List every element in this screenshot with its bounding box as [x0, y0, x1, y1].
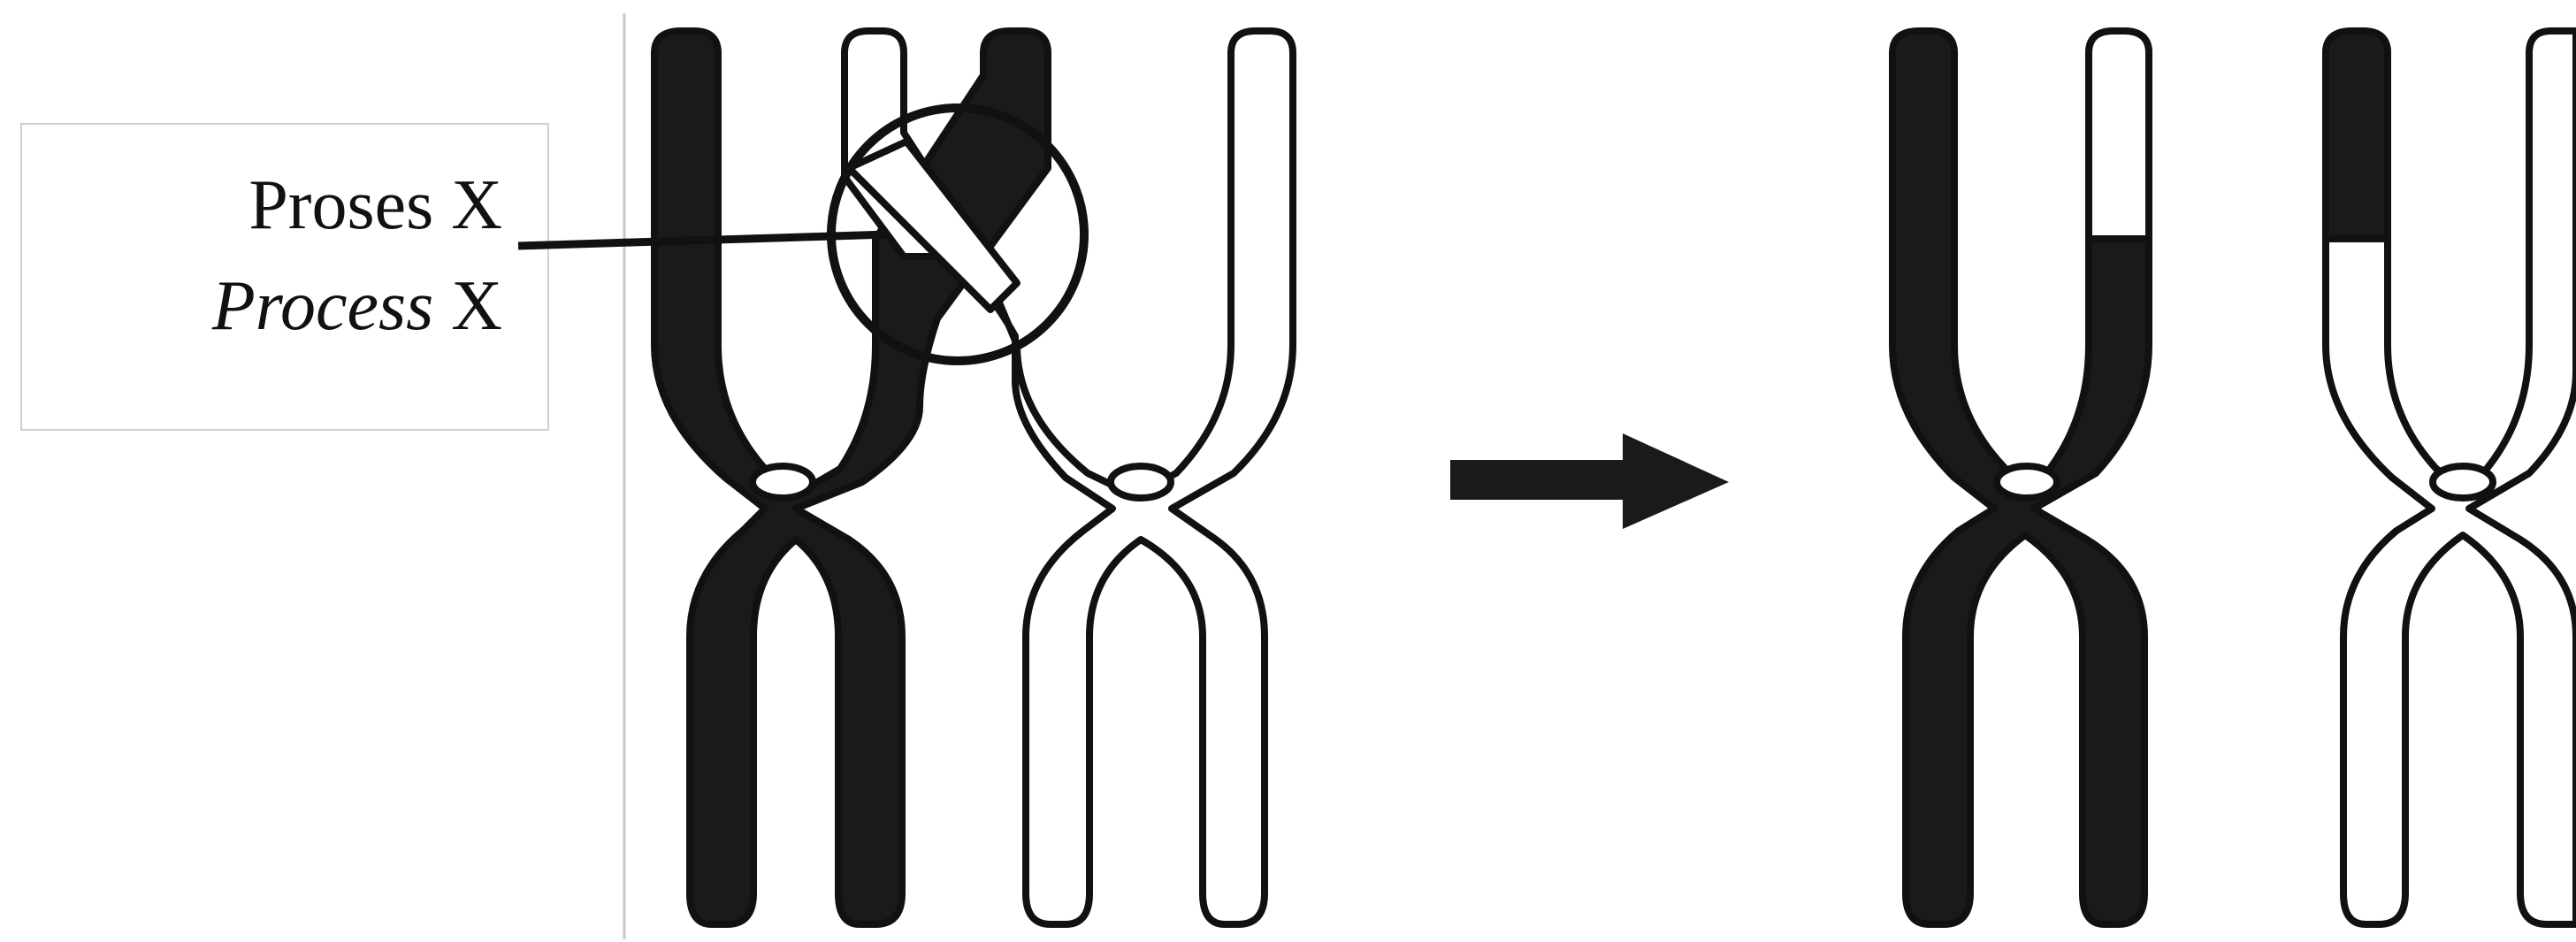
centromere-recombinant-2 — [2429, 463, 2496, 502]
recombinant-chromosome-2 — [2322, 27, 2576, 928]
label-line-1: Proses X — [248, 166, 502, 244]
centromere-dark-before — [749, 463, 816, 502]
label-box — [20, 123, 549, 431]
arrow-icon — [1450, 433, 1729, 529]
recombinant-chromosome-1 — [1889, 27, 2152, 928]
centromere-light-before — [1107, 463, 1174, 502]
centromere-recombinant-1 — [1993, 463, 2060, 502]
label-line-2-italic: Process — [211, 267, 433, 345]
after-pair — [1889, 27, 2576, 928]
label-pointer-line — [517, 230, 890, 250]
recombinant-2-dark-segment — [2322, 27, 2391, 242]
recombinant-1-light-segment — [2085, 27, 2152, 242]
label-line-2-suffix: X — [433, 267, 502, 345]
label-line-2: Process X — [211, 267, 502, 345]
crossing-strand — [845, 138, 1020, 313]
before-pair — [651, 27, 1296, 928]
